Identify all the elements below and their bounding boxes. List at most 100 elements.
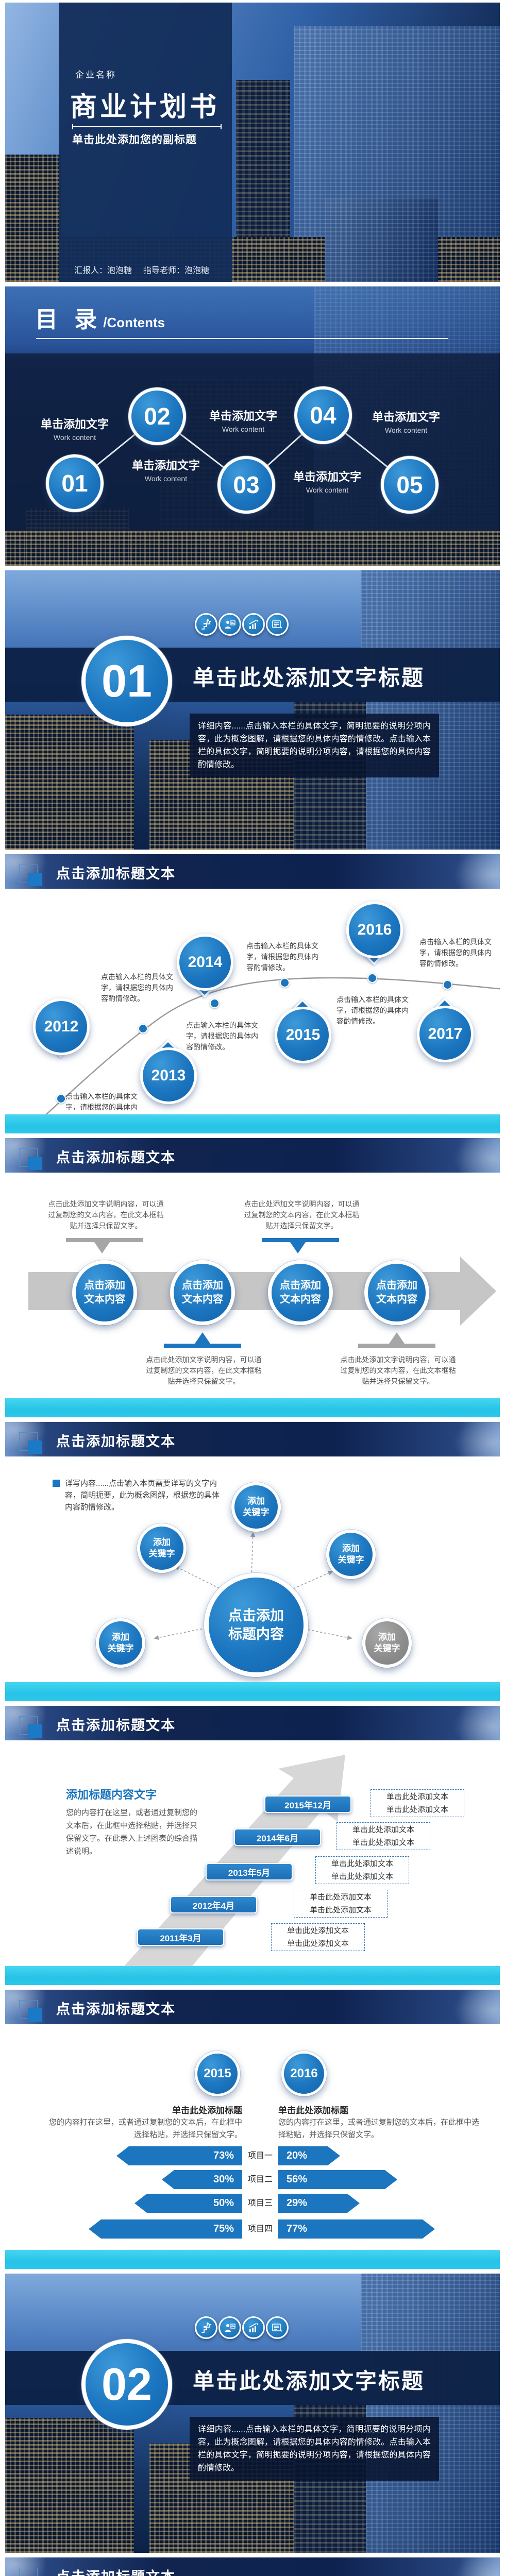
radial-key-4[interactable]: 添加关键字: [96, 1618, 145, 1668]
cover-city-photo: [5, 3, 500, 282]
radial-center-circle[interactable]: 点击添加标题内容: [204, 1573, 308, 1677]
contents-item-01-circle[interactable]: 01: [46, 454, 104, 512]
report-icon: [266, 2316, 289, 2339]
step-note-box-3[interactable]: 单击此处添加文本单击此处添加文本: [315, 1856, 409, 1884]
contents-item-02-circle[interactable]: 02: [128, 387, 186, 445]
step-2013-05[interactable]: 2013年5月: [206, 1863, 293, 1880]
slide-timeline: 点击添加标题文本 2012 2013 2014 2015 2016 2017 点…: [5, 854, 500, 1133]
contents-item-01-number: 01: [61, 470, 88, 497]
process-step-3[interactable]: 点击添加文本内容: [268, 1260, 333, 1325]
slide-process: 点击添加标题文本 点击此处添加文字说明内容，可以通过复制您的文本内容，在此文本框…: [5, 1138, 500, 1417]
timeline-node-2016[interactable]: 2016: [346, 902, 403, 958]
compare-row-label-4: 项目四: [247, 2225, 273, 2233]
timeline-dot: [280, 978, 290, 988]
presenter-icon: [218, 613, 241, 636]
timeline-node-2017[interactable]: 2017: [417, 1006, 474, 1062]
process-step-1[interactable]: 点击添加文本内容: [72, 1260, 137, 1325]
radial-key-5[interactable]: 添加关键字: [362, 1618, 412, 1668]
page-title: 点击添加标题文本: [56, 1718, 176, 1733]
timeline-note: 点击输入本栏的具体文字，请根据您的具体内容酌情修改。: [336, 995, 409, 1025]
bottom-accent-bar: [5, 1114, 500, 1133]
section-body-text: 详细内容......点击输入本栏的具体文字，简明扼要的说明分项内容，此为概念图解…: [190, 714, 439, 777]
page-header: 点击添加标题文本: [5, 1706, 500, 1740]
contents-item-05-circle[interactable]: 05: [381, 456, 439, 514]
process-arrow-head: [460, 1257, 496, 1326]
cover-left-panel: 企业名称 商业计划书 单击此处添加您的副标题 汇报人：泡泡糖指导老师：泡泡糖: [59, 3, 232, 282]
bullet-square-icon: [53, 1480, 60, 1487]
section-city-photo: [5, 570, 500, 850]
radial-key-3[interactable]: 添加关键字: [326, 1530, 376, 1579]
process-step-4[interactable]: 点击添加文本内容: [364, 1260, 429, 1325]
section-number: 02: [102, 2359, 152, 2410]
process-callout-text: 点击此处添加文字说明内容，可以通过复制您的文本内容，在此文本框粘贴并选择只保留文…: [48, 1200, 164, 1230]
radial-note: 详写内容......点击输入本页需要详写的文字内容，简明扼要，此为概念图解，根据…: [65, 1479, 220, 1512]
section-body-text: 详细内容......点击输入本栏的具体文字，简明扼要的说明分项内容，此为概念图解…: [190, 2417, 439, 2481]
presenter-icon: [218, 2316, 241, 2339]
report-icon: [266, 613, 289, 636]
step-note-box-1[interactable]: 单击此处添加文本单击此处添加文本: [271, 1923, 365, 1951]
climber-icon: [195, 2316, 217, 2339]
cover-title: 商业计划书: [70, 92, 220, 122]
section-icon-row: [195, 2316, 289, 2339]
contents-item-02-number: 02: [144, 403, 171, 430]
timeline-note: 点击输入本栏的具体文字，请根据您的具体内容酌情修改。: [419, 938, 492, 968]
contents-item-03-circle[interactable]: 03: [217, 456, 275, 514]
section-icon-row: [195, 613, 289, 636]
bottom-accent-bar: [5, 1398, 500, 1417]
stairs-side-body: 您的内容打在这里，或者通过复制您的文本后，在此框中选择粘贴，并选择只保留文字。在…: [66, 1808, 198, 1856]
slide-compare: 点击添加标题文本 2015 2016 单击此处添加标题 单击此处添加标题 您的内…: [5, 1990, 500, 2269]
page-title: 点击添加标题文本: [56, 2566, 176, 2576]
compare-col-body-left: 您的内容打在这里，或者通过复制您的文本后，在此框中选择粘贴，并选择只保留文字。: [48, 2118, 242, 2139]
bottom-accent-bar: [5, 1682, 500, 1701]
growth-chart-icon: [242, 613, 265, 636]
compare-col-title-right: 单击此处添加标题: [278, 2106, 348, 2115]
contents-title-cn: 目 录: [35, 307, 103, 332]
compare-bar-left-4: 75%: [89, 2219, 242, 2239]
compare-bar-left-1: 73%: [116, 2146, 242, 2165]
contents-title: 目 录/Contents: [35, 301, 165, 334]
timeline-dot: [443, 980, 452, 990]
process-callout-text: 点击此处添加文字说明内容，可以通过复制您的文本内容，在此文本框粘贴并选择只保留文…: [244, 1200, 360, 1230]
page-title: 点击添加标题文本: [56, 1150, 176, 1165]
step-2012-04[interactable]: 2012年4月: [170, 1896, 257, 1913]
timeline-node-2012[interactable]: 2012: [33, 998, 90, 1055]
compare-year-left-circle: 2015: [195, 2051, 240, 2096]
page-title: 点击添加标题文本: [56, 1434, 176, 1449]
step-2014-06[interactable]: 2014年6月: [234, 1828, 321, 1846]
contents-underline: [36, 338, 448, 339]
page-header: 点击添加标题文本: [5, 2557, 500, 2576]
cover-footer: 汇报人：泡泡糖指导老师：泡泡糖: [74, 263, 221, 276]
timeline-node-2015[interactable]: 2015: [275, 1007, 331, 1063]
step-2011-03[interactable]: 2011年3月: [137, 1928, 224, 1946]
step-2015-12[interactable]: 2015年12月: [264, 1795, 351, 1813]
timeline-note: 点击输入本栏的具体文字，请根据您的具体内容酌情修改。: [246, 942, 318, 972]
compare-col-title-left: 单击此处添加标题: [172, 2106, 242, 2115]
contents-item-05-number: 05: [396, 471, 423, 498]
process-step-2[interactable]: 点击添加文本内容: [170, 1260, 235, 1325]
compare-bar-right-4: 77%: [278, 2219, 435, 2239]
compare-bar-left-3: 50%: [134, 2194, 242, 2213]
step-note-box-2[interactable]: 单击此处添加文本单击此处添加文本: [294, 1890, 388, 1918]
slide-section-01: 01 单击此处添加文字标题 详细内容......点击输入本栏的具体文字，简明扼要…: [5, 570, 500, 850]
timeline-node-2014[interactable]: 2014: [177, 934, 233, 991]
compare-year-right-circle: 2016: [281, 2051, 327, 2096]
slide-section-02: 02 单击此处添加文字标题 详细内容......点击输入本栏的具体文字，简明扼要…: [5, 2274, 500, 2553]
step-note-box-4[interactable]: 单击此处添加文本单击此处添加文本: [336, 1822, 430, 1850]
page-header: 点击添加标题文本: [5, 1422, 500, 1456]
section-title: 单击此处添加文字标题: [193, 666, 425, 690]
radial-key-2[interactable]: 添加关键字: [231, 1482, 281, 1532]
timeline-dot: [56, 1094, 66, 1104]
radial-key-1[interactable]: 添加关键字: [137, 1523, 187, 1573]
contents-item-04-circle[interactable]: 04: [294, 386, 352, 444]
company-name: 企业名称: [75, 70, 116, 80]
step-note-box-5[interactable]: 单击此处添加文本单击此处添加文本: [371, 1789, 464, 1817]
growth-chart-icon: [242, 2316, 265, 2339]
square-solid-icon: [28, 2008, 42, 2022]
contents-title-en: /Contents: [103, 315, 165, 330]
bottom-accent-bar: [5, 1966, 500, 1985]
page-title: 点击添加标题文本: [56, 2002, 176, 2017]
timeline-node-2013[interactable]: 2013: [140, 1047, 197, 1104]
presenter-name: 汇报人：泡泡糖: [74, 266, 132, 275]
